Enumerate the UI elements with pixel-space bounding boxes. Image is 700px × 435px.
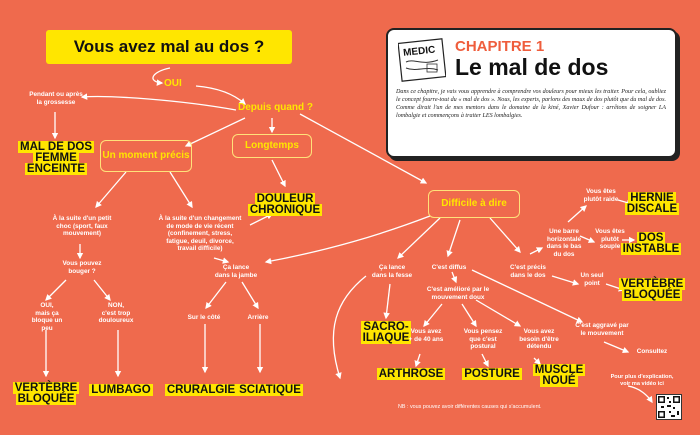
diagnosis-arthrose: ARTHROSE bbox=[376, 368, 446, 380]
logo-text: MEDIC bbox=[403, 45, 436, 59]
node-precis-dans-le-dos: C'est précis dans le dos bbox=[510, 264, 546, 279]
diagnosis-sciatique: SCIATIQUE bbox=[237, 384, 303, 396]
diagnosis-douleur-chronique: DOULEUR CHRONIQUE bbox=[247, 193, 323, 216]
arrow-postural-posture bbox=[481, 353, 489, 368]
arrow-difficile-precis bbox=[489, 217, 521, 253]
arrow-qr bbox=[627, 385, 653, 404]
arrow-sacro-loop bbox=[332, 275, 367, 380]
node-vous-pouvez-bouger: Vous pouvez bouger ? bbox=[62, 260, 102, 275]
node-un-seul-point: Un seul point bbox=[580, 272, 604, 287]
node-plutot-raide: Vous êtes plutôt raide bbox=[583, 188, 619, 203]
node-depuis-quand: Depuis quand ? bbox=[238, 102, 313, 113]
page-title: Vous avez mal au dos ? bbox=[46, 30, 292, 64]
chapter-intro: Dans ce chapitre, je vais vous apprendre… bbox=[396, 89, 666, 119]
arrow-fesse-sacro bbox=[383, 283, 391, 320]
diagnosis-posture: POSTURE bbox=[462, 368, 522, 380]
arrow-bouger-non bbox=[93, 279, 111, 302]
node-changement-mode-vie: À la suite d'un changement de mode de vi… bbox=[158, 215, 242, 253]
arrow-barre-souple bbox=[579, 235, 596, 243]
node-plus-40-ans: Vous avez + de 40 ans bbox=[408, 328, 444, 343]
medic-logo-icon: MEDIC bbox=[398, 38, 446, 82]
node-difficile-a-dire: Difficile à dire bbox=[428, 190, 520, 218]
arrow-oui-depuis bbox=[195, 85, 246, 105]
arrow-depuis-difficile bbox=[299, 113, 428, 184]
nb-note: NB : vous pouvez avoir différentes cause… bbox=[398, 404, 542, 410]
diagnosis-mal-dos-femme-enceinte: MAL DE DOS FEMME ENCEINTE bbox=[18, 141, 94, 175]
node-moment-precis: Un moment précis bbox=[100, 140, 192, 172]
node-lance-fesse: Ça lance dans la fesse bbox=[371, 264, 413, 279]
node-sur-le-cote: Sur le côté bbox=[187, 314, 221, 321]
node-oui-bloque: OUI, mais ça bloque un peu bbox=[31, 302, 63, 332]
node-postural: Vous pensez que c'est postural bbox=[463, 328, 503, 351]
arrow-jambe-arriere bbox=[241, 281, 259, 310]
arrow-precis-seul bbox=[551, 275, 580, 286]
arrow-moment-choc bbox=[95, 171, 127, 208]
arrow-aggrave-consultez bbox=[603, 341, 630, 353]
chapter-label: CHAPITRE 1 bbox=[455, 38, 545, 55]
diagnosis-cruralgie: CRURALGIE bbox=[164, 384, 238, 396]
chapter-title: Le mal de dos bbox=[455, 54, 609, 80]
arrow-40-arthrose bbox=[414, 353, 421, 368]
node-aggrave-mouvement: C'est aggravé par le mouvement bbox=[575, 322, 629, 337]
node-oui: OUI bbox=[164, 78, 182, 89]
node-ameliore-mouvement-doux: C'est amélioré par le mouvement doux bbox=[426, 286, 490, 301]
arrow-diffus-aggrave bbox=[471, 269, 584, 323]
node-non-douloureux: NON, c'est trop douloureux bbox=[98, 302, 134, 325]
arrow-precis-barre bbox=[529, 247, 544, 255]
diagnosis-hernie-discale: HERNIE DISCALE bbox=[624, 192, 680, 215]
node-plutot-souple: Vous êtes plutôt souple bbox=[595, 228, 625, 251]
node-longtemps: Longtemps bbox=[232, 134, 312, 158]
arrow-ameliore-40 bbox=[423, 303, 443, 328]
diagnosis-dos-instable: DOS INSTABLE bbox=[620, 232, 682, 255]
node-arriere: Arrière bbox=[247, 314, 269, 321]
diagnosis-muscle-noue: MUSCLE NOUÉ bbox=[532, 364, 586, 387]
arrow-difficile-fesse bbox=[397, 217, 441, 259]
diagnosis-vertebre-bloquee-right: VERTÈBRE BLOQUÉE bbox=[618, 278, 686, 301]
node-petit-choc: À la suite d'un petit choc (sport, faux … bbox=[52, 215, 112, 238]
chapter-panel: MEDIC CHAPITRE 1 Le mal de dos Dans ce c… bbox=[386, 28, 677, 158]
qr-caption: Pour plus d'explication, voir ma vidéo i… bbox=[610, 374, 674, 387]
node-barre-horizontale: Une barre horizontale dans le bas du dos bbox=[546, 228, 582, 258]
arrow-moment-changement bbox=[169, 171, 193, 209]
qr-code-icon[interactable] bbox=[656, 394, 682, 420]
arrow-changement-jambe bbox=[213, 257, 230, 264]
arrow-diffus-ameliore bbox=[451, 271, 458, 284]
node-consultez: Consultez bbox=[636, 348, 668, 355]
arrow-difficile-diffus bbox=[446, 219, 461, 258]
arrow-difficile-jambe bbox=[264, 215, 431, 265]
diagnosis-vertebre-bloquee-left: VERTÈBRE BLOQUÉE bbox=[12, 382, 80, 405]
arrow-ameliore-postural bbox=[461, 303, 477, 328]
diagnosis-lumbago: LUMBAGO bbox=[89, 384, 153, 396]
arrow-title-oui bbox=[152, 67, 171, 86]
arrow-bouger-oui bbox=[45, 279, 67, 301]
arrow-barre-raide bbox=[567, 205, 587, 223]
arrow-depuis-moment bbox=[184, 117, 246, 147]
arrow-longtemps-chronique bbox=[271, 159, 286, 188]
arrow-jambe-cote bbox=[205, 281, 227, 310]
node-grossesse: Pendant ou après la grossesse bbox=[29, 91, 83, 106]
node-besoin-detendu: Vous avez besoin d'être détendu bbox=[519, 328, 559, 351]
arrow-besoin-muscle bbox=[533, 357, 541, 365]
arrow-depuis-grossesse bbox=[80, 93, 237, 111]
node-lance-jambe: Ça lance dans la jambe bbox=[214, 264, 258, 279]
arrow-ameliore-besoin bbox=[475, 299, 522, 327]
diagnosis-sacro-iliaque: SACRO- ILIAQUE bbox=[360, 321, 412, 344]
node-cest-diffus: C'est diffus bbox=[431, 264, 467, 271]
